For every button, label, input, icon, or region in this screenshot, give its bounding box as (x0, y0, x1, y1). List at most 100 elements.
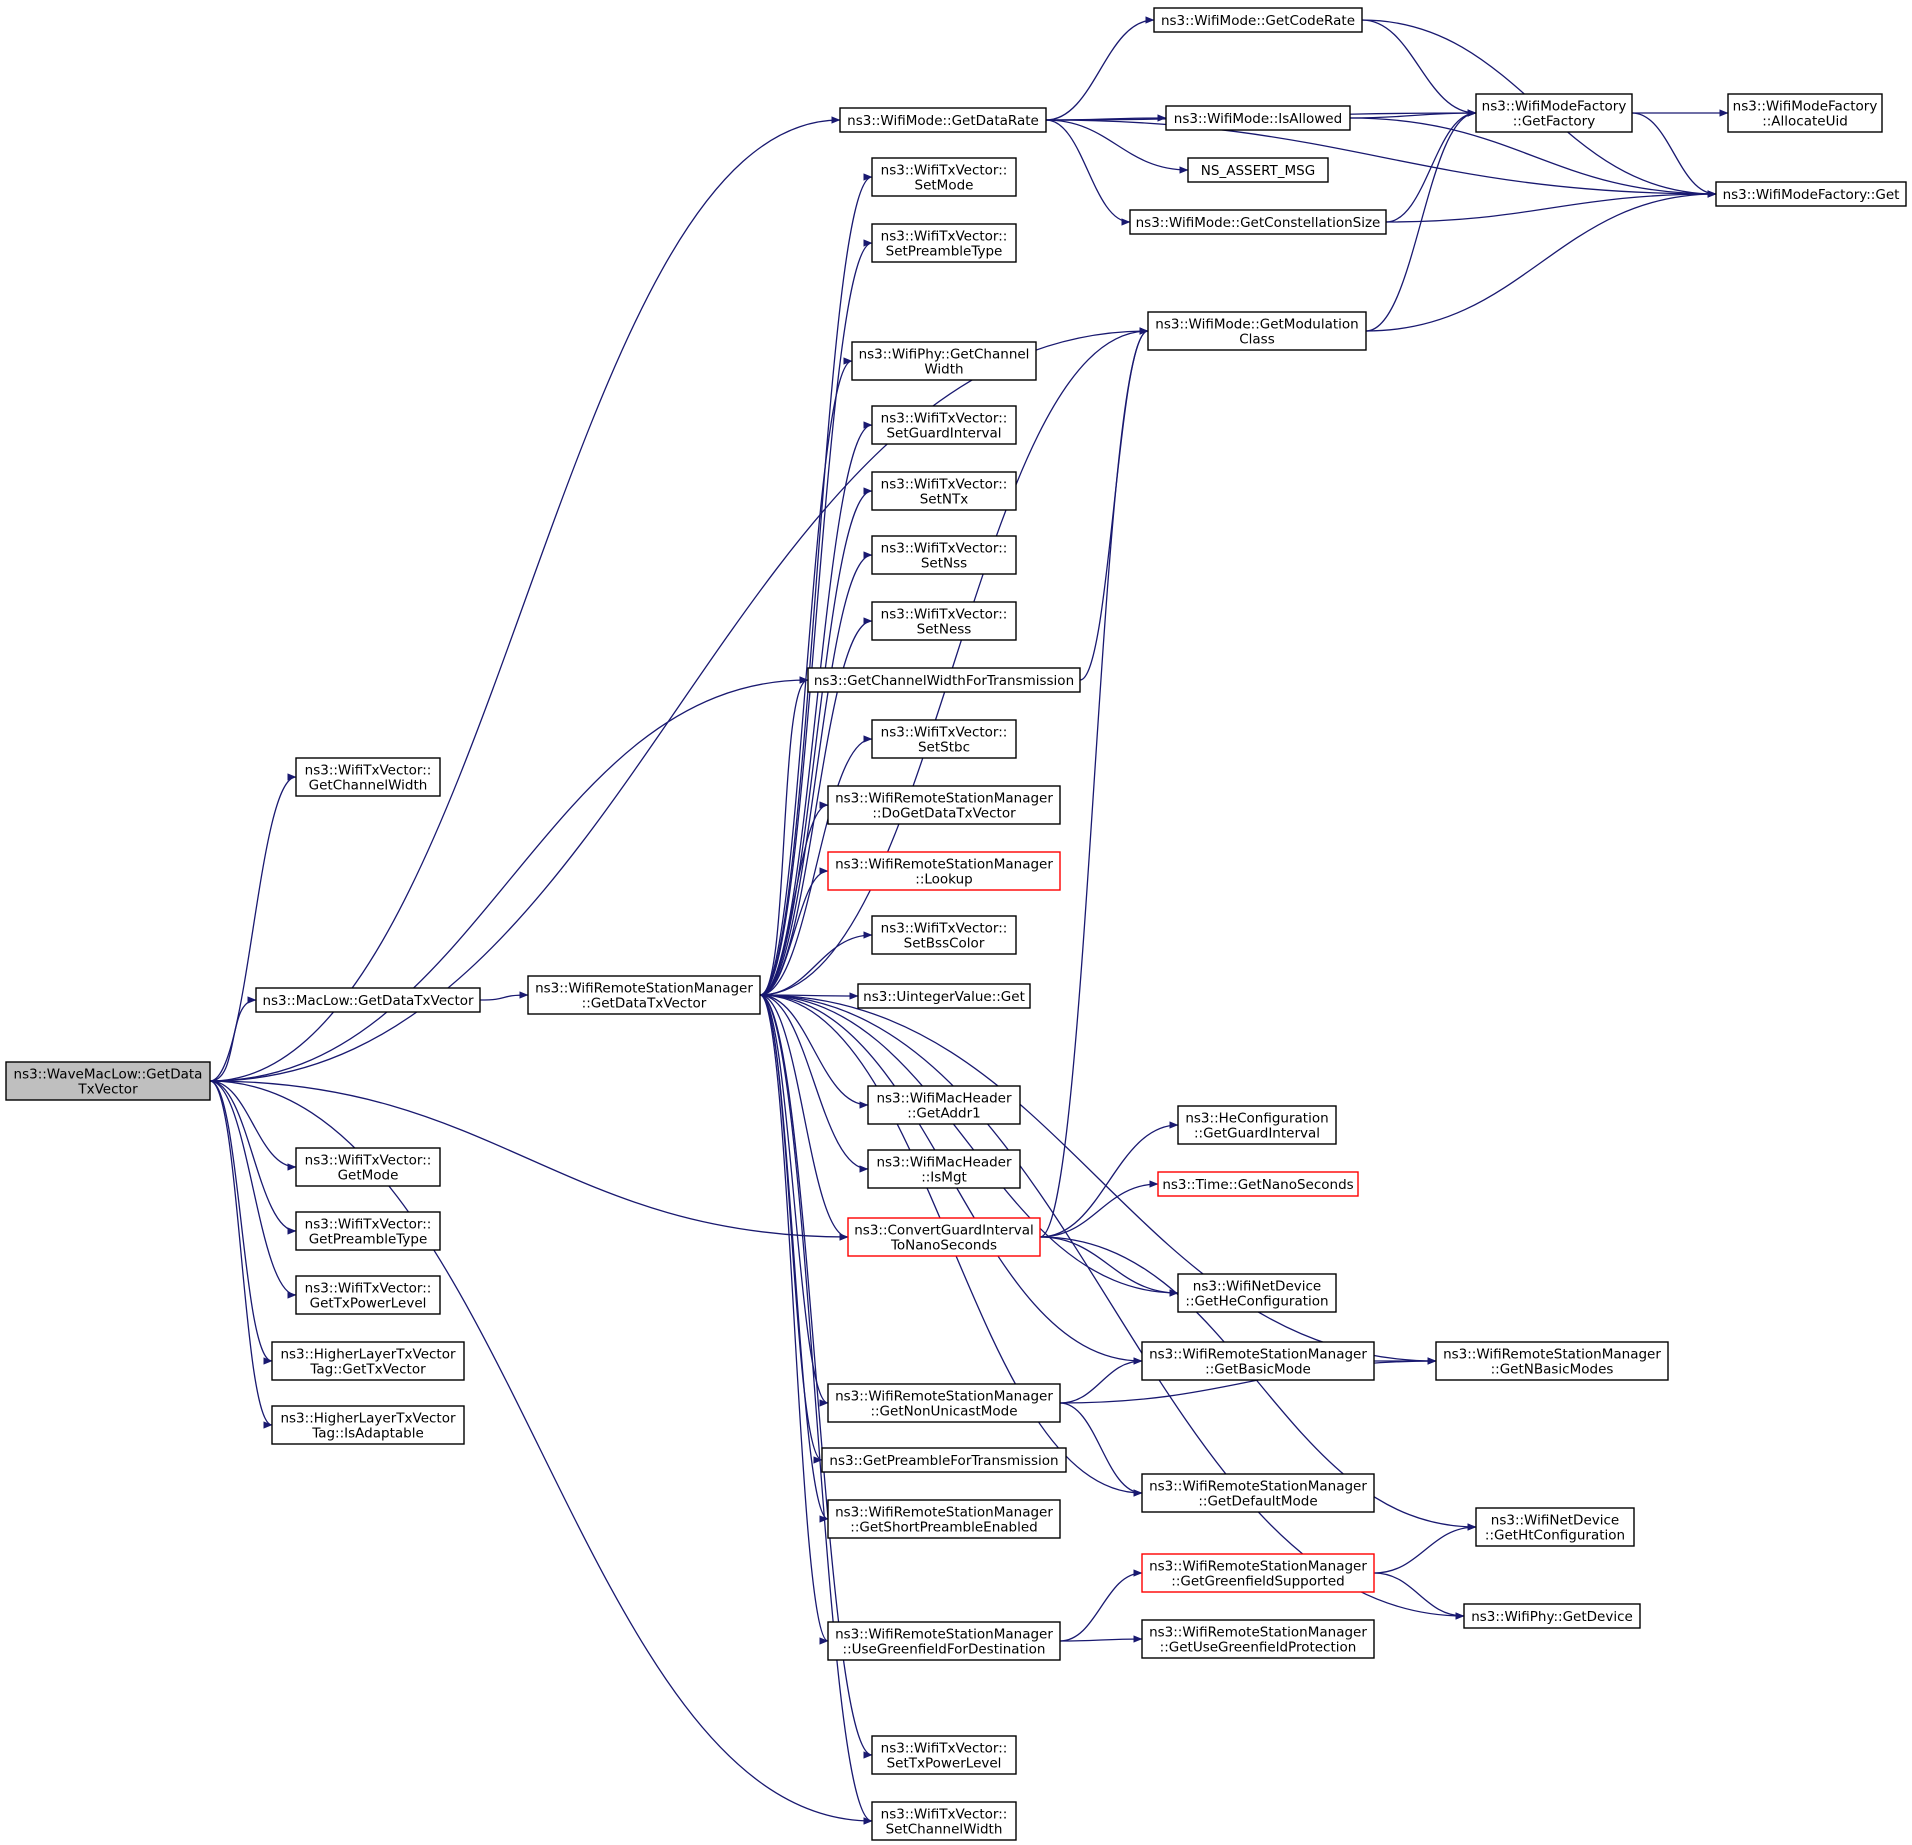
node-box (821, 1447, 1067, 1473)
node-wrsm-getdtv[interactable]: ns3::WifiRemoteStationManager::GetDataTx… (527, 975, 761, 1015)
node-box (839, 107, 1047, 133)
node-label: SetMode (915, 178, 974, 194)
node-label: SetNess (917, 622, 972, 638)
call-edge (759, 676, 809, 996)
node-label: ns3::UintegerValue::Get (863, 989, 1025, 1005)
node-label: ns3::WifiTxVector:: (305, 1153, 432, 1169)
node-label: Tag::IsAdaptable (311, 1426, 424, 1442)
node-label: TxVector (77, 1082, 138, 1098)
node-wrsm-getbasic[interactable]: ns3::WifiRemoteStationManager::GetBasicM… (1141, 1341, 1375, 1381)
node-wmf-getfactory[interactable]: ns3::WifiModeFactory::GetFactory (1475, 93, 1633, 133)
node-txv-setgi[interactable]: ns3::WifiTxVector::SetGuardInterval (871, 405, 1017, 445)
node-txv-getpre[interactable]: ns3::WifiTxVector::GetPreambleType (295, 1211, 441, 1251)
node-txv-setbss[interactable]: ns3::WifiTxVector::SetBssColor (871, 915, 1017, 955)
node-maclow-getdtv[interactable]: ns3::MacLow::GetDataTxVector (255, 987, 481, 1013)
call-edge (1365, 190, 1717, 332)
node-label: ns3::WifiMode::GetModulation (1155, 317, 1358, 333)
node-box (827, 785, 1061, 825)
node-time-getns[interactable]: ns3::Time::GetNanoSeconds (1157, 1171, 1359, 1197)
node-wrsm-getdefault[interactable]: ns3::WifiRemoteStationManager::GetDefaul… (1141, 1473, 1375, 1513)
node-box (1141, 1619, 1375, 1659)
node-label: ::UseGreenfieldForDestination (843, 1642, 1046, 1658)
node-label: ns3::WifiTxVector:: (881, 163, 1008, 179)
node-txv-setchw[interactable]: ns3::WifiTxVector::SetChannelWidth (871, 1801, 1017, 1841)
node-nd-gethtcfg[interactable]: ns3::WifiNetDevice::GetHtConfiguration (1475, 1507, 1635, 1547)
node-label: ::GetBasicMode (1205, 1362, 1311, 1378)
node-label: ::GetGuardInterval (1194, 1126, 1320, 1142)
node-label: ns3::WifiTxVector:: (881, 477, 1008, 493)
node-txv-setmode[interactable]: ns3::WifiTxVector::SetMode (871, 157, 1017, 197)
node-label: ns3::WifiTxVector:: (881, 921, 1008, 937)
node-hecfg-getgi[interactable]: ns3::HeConfiguration::GetGuardInterval (1177, 1105, 1337, 1145)
node-label: ns3::WifiRemoteStationManager (835, 1389, 1053, 1405)
node-box (871, 1735, 1017, 1775)
node-txv-getmode[interactable]: ns3::WifiTxVector::GetMode (295, 1147, 441, 1187)
node-wm-getdatarate[interactable]: ns3::WifiMode::GetDataRate (839, 107, 1047, 133)
call-edge (209, 1080, 873, 1825)
node-txv-getchw[interactable]: ns3::WifiTxVector::GetChannelWidth (295, 757, 441, 797)
node-wrsm-usegf[interactable]: ns3::WifiRemoteStationManager::UseGreenf… (827, 1621, 1061, 1661)
node-txv-gettxp[interactable]: ns3::WifiTxVector::GetTxPowerLevel (295, 1275, 441, 1315)
node-label: SetStbc (918, 740, 970, 756)
call-edge (759, 994, 873, 1759)
node-box (851, 341, 1037, 381)
call-edge (1059, 1402, 1143, 1497)
node-txv-setnss[interactable]: ns3::WifiTxVector::SetNss (871, 535, 1017, 575)
node-getpreft[interactable]: ns3::GetPreambleForTransmission (821, 1447, 1067, 1473)
call-edge (1349, 117, 1717, 198)
node-wm-getcoderate[interactable]: ns3::WifiMode::GetCodeRate (1153, 7, 1363, 33)
node-mh-getaddr1[interactable]: ns3::WifiMacHeader::GetAddr1 (867, 1085, 1021, 1125)
node-label: ns3::WifiMode::IsAllowed (1174, 111, 1342, 127)
node-txv-setstbc[interactable]: ns3::WifiTxVector::SetStbc (871, 719, 1017, 759)
node-root[interactable]: ns3::WaveMacLow::GetDataTxVector (5, 1061, 211, 1101)
node-txv-settxp[interactable]: ns3::WifiTxVector::SetTxPowerLevel (871, 1735, 1017, 1775)
call-edge (759, 994, 869, 1173)
node-box (1475, 93, 1633, 133)
node-wrsm-lookup[interactable]: ns3::WifiRemoteStationManager::Lookup (827, 851, 1061, 891)
node-phy-getdev[interactable]: ns3::WifiPhy::GetDevice (1463, 1603, 1641, 1629)
node-label: ns3::WifiNetDevice (1193, 1279, 1321, 1295)
node-txv-setpre[interactable]: ns3::WifiTxVector::SetPreambleType (871, 223, 1017, 263)
node-label: GetTxPowerLevel (310, 1296, 427, 1312)
node-mh-ismgt[interactable]: ns3::WifiMacHeader::IsMgt (867, 1149, 1021, 1189)
node-wrsm-getnonuni[interactable]: ns3::WifiRemoteStationManager::GetNonUni… (827, 1383, 1061, 1423)
node-box (827, 1621, 1061, 1661)
nodes-layer: ns3::WaveMacLow::GetDataTxVectorns3::Wif… (5, 7, 1907, 1841)
node-wrsm-getgf[interactable]: ns3::WifiRemoteStationManager::GetGreenf… (1141, 1553, 1375, 1593)
node-uint-get[interactable]: ns3::UintegerValue::Get (857, 983, 1031, 1009)
node-wrsm-dogetdtv[interactable]: ns3::WifiRemoteStationManager::DoGetData… (827, 785, 1061, 825)
node-txv-setntx[interactable]: ns3::WifiTxVector::SetNTx (871, 471, 1017, 511)
node-wmf-alloc[interactable]: ns3::WifiModeFactory::AllocateUid (1727, 93, 1883, 133)
node-txv-setness[interactable]: ns3::WifiTxVector::SetNess (871, 601, 1017, 641)
node-wmf-get[interactable]: ns3::WifiModeFactory::Get (1715, 181, 1907, 207)
call-edge (1039, 1236, 1477, 1531)
call-edge (759, 994, 829, 1645)
node-getchwft[interactable]: ns3::GetChannelWidthForTransmission (807, 667, 1081, 693)
node-label: SetPreambleType (886, 244, 1003, 260)
node-label: ns3::WifiRemoteStationManager (1149, 1347, 1367, 1363)
node-wm-isallowed[interactable]: ns3::WifiMode::IsAllowed (1165, 105, 1351, 131)
node-label: ::GetFactory (1513, 114, 1595, 130)
call-edge (759, 931, 873, 996)
node-ns-assert[interactable]: NS_ASSERT_MSG (1187, 157, 1329, 183)
node-label: ns3::WifiTxVector:: (305, 763, 432, 779)
node-phy-getchw[interactable]: ns3::WifiPhy::GetChannelWidth (851, 341, 1037, 381)
node-wrsm-getusegfp[interactable]: ns3::WifiRemoteStationManager::GetUseGre… (1141, 1619, 1375, 1659)
node-label: ns3::WifiRemoteStationManager (535, 981, 753, 997)
node-wrsm-getshortpre[interactable]: ns3::WifiRemoteStationManager::GetShortP… (827, 1499, 1061, 1539)
node-box (1153, 7, 1363, 33)
node-wrsm-getnbasic[interactable]: ns3::WifiRemoteStationManager::GetNBasic… (1435, 1341, 1669, 1381)
node-label: GetPreambleType (309, 1232, 428, 1248)
call-edge (209, 116, 841, 1082)
node-nd-gethecfg[interactable]: ns3::WifiNetDevice::GetHeConfiguration (1177, 1273, 1337, 1313)
node-wm-getconst[interactable]: ns3::WifiMode::GetConstellationSize (1129, 209, 1387, 235)
node-label: ns3::Time::GetNanoSeconds (1162, 1177, 1353, 1193)
node-label: ns3::WifiRemoteStationManager (1443, 1347, 1661, 1363)
call-edge (1385, 109, 1477, 223)
node-box (857, 983, 1031, 1009)
